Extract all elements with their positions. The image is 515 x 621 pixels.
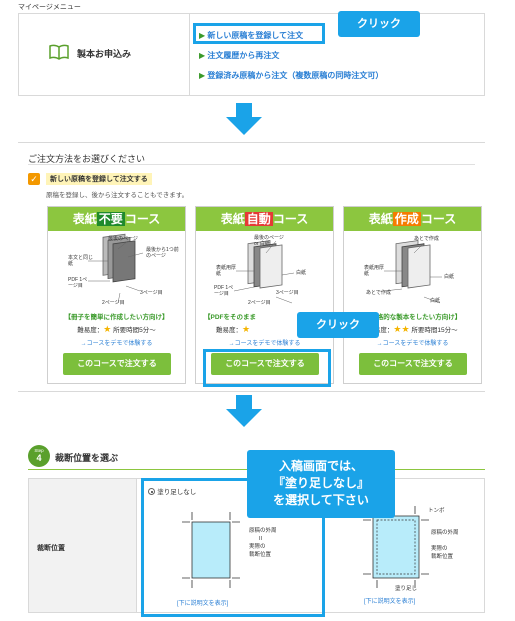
diagram-label: 白紙 (444, 274, 455, 280)
order-course-button[interactable]: このコースで注文する (359, 353, 467, 375)
course-card-create-cover: 表紙作成コース あとで作成 表紙用厚紙 白紙 あとで作成 白紙 【本格的な製本を… (343, 206, 482, 384)
star-icon: ★ (242, 324, 251, 334)
order-method-underline (28, 164, 475, 165)
order-course-button[interactable]: このコースで注文する (63, 353, 171, 375)
radio-no-bleed[interactable]: 塗り足しなし (148, 486, 196, 496)
course-difficulty: 難易度：★ (216, 324, 251, 334)
course-title: 表紙自動コース (196, 207, 333, 231)
diagram-label: 2ページ目 (102, 300, 125, 306)
diagram-label: あとで作成 (414, 236, 439, 242)
booklet-diagram-icon (88, 233, 144, 304)
down-arrow-icon (226, 103, 262, 135)
diagram-label: 本文と同じ紙 (68, 255, 94, 267)
trim-label-left: 原稿の外周 II 実際の 裁断位置 (249, 528, 277, 558)
course-demo-link[interactable]: →コースをデモで体験する (80, 341, 153, 347)
star-icon: ★★ (393, 324, 410, 334)
menu-divider (189, 14, 190, 95)
diagram-label: PDF 1ページ目 (68, 277, 88, 289)
trim-row-label: 裁断位置 (37, 545, 65, 552)
trim-row-label-cell: 裁断位置 (29, 479, 137, 612)
course-card-no-cover: 表紙不要コース 最後のページ 本文と同じ紙 最後から1つ前のページ PDF 1ペ… (47, 206, 186, 384)
diagram-label: 最後のページ or 白紙 (254, 235, 284, 247)
order-method-panel: ご注文方法をお選びください ✓ 新しい原稿を登録して注文する 原稿を登録し、後か… (18, 142, 485, 392)
menu-link-registered-manuscript[interactable]: ▶ 登録済み原稿から注文（複数原稿の同時注文可） (199, 71, 384, 80)
diagram-label: 3ページ目 (276, 290, 299, 296)
diagram-label: 2ページ目 (248, 300, 271, 306)
diagram-label: 最後のページ (108, 236, 138, 242)
mypage-menu-title: マイページメニュー (18, 4, 81, 11)
option-description: 原稿を登録し、後から注文することもできます。 (46, 192, 189, 199)
course-title: 表紙作成コース (344, 207, 481, 231)
link-arrow-icon: ▶ (199, 51, 206, 60)
trim-label-right: 原稿の外周 実際の 裁断位置 (431, 530, 459, 560)
booklet-diagram-icon (383, 240, 442, 304)
booklet-diagram-icon (233, 240, 295, 304)
link-arrow-icon: ▶ (199, 31, 206, 40)
course-difficulty: 難易度：★ 所要時間5分～ (77, 324, 156, 334)
diagram-label: 白紙 (430, 298, 441, 304)
option-checkbox[interactable]: ✓ (28, 173, 40, 185)
menu-link-new-manuscript[interactable]: ▶ 新しい原稿を登録して注文 (199, 31, 304, 40)
order-method-heading: ご注文方法をお選びください (28, 154, 146, 164)
show-description-link[interactable]: [下に説明文を表示] (364, 599, 416, 605)
trim-label-bleed: 塗り足し (395, 586, 418, 592)
option-label: 新しい原稿を登録して注文する (46, 173, 152, 185)
show-description-link[interactable]: [下に説明文を表示] (177, 601, 229, 607)
highlight-box-new-manuscript (193, 23, 325, 44)
highlight-box-no-bleed (141, 478, 325, 617)
diagram-label: PDF 1ページ目 (214, 285, 234, 297)
step-badge: Step 4 (28, 445, 50, 467)
course-feature: 【PDFをそのまま (204, 314, 256, 321)
star-icon: ★ (103, 324, 112, 334)
course-title: 表紙不要コース (48, 207, 185, 231)
trim-diagram-bleed-icon (363, 506, 429, 588)
link-arrow-icon: ▶ (199, 71, 206, 80)
diagram-label: 表紙用厚紙 (216, 265, 237, 277)
trim-label-right-tombo: トンボ (428, 508, 445, 514)
diagram-label: 表紙用厚紙 (364, 265, 385, 277)
course-difficulty: 難易度：★★ 所要時間15分～ (367, 324, 458, 334)
order-course-button[interactable]: このコースで注文する (211, 353, 319, 375)
highlight-box-auto-cover-button (203, 349, 331, 387)
click-callout-2: クリック (297, 312, 379, 338)
diagram-label: 白紙 (296, 270, 307, 276)
diagram-label: 3ページ目 (140, 290, 163, 296)
diagram-label: 最後から1つ前のページ (146, 247, 179, 259)
menu-link-reorder-history[interactable]: ▶ 注文履歴から再注文 (199, 51, 280, 60)
instruction-callout: 入稿画面では、 『塗り足しなし』 を選択して下さい (247, 450, 395, 518)
radio-icon (148, 488, 155, 495)
click-callout-1: クリック (338, 11, 420, 37)
course-card-auto-cover: 表紙自動コース 最後のページ or 白紙 表紙用厚紙 白紙 PDF 1ページ目 … (195, 206, 334, 384)
product-label: 製本お申込み (77, 49, 132, 59)
trim-diagram-no-bleed-icon (182, 512, 240, 588)
course-demo-link[interactable]: →コースをデモで体験する (376, 341, 449, 347)
trim-table: 裁断位置 (28, 478, 485, 613)
down-arrow-icon (226, 395, 262, 427)
step-heading: 裁断位置を選ぶ (55, 453, 119, 463)
course-demo-link[interactable]: →コースをデモで体験する (228, 341, 301, 347)
book-icon (49, 44, 69, 62)
course-feature: 【冊子を簡単に作成したい方向け】 (64, 314, 169, 321)
course-feature: 【本格的な製本をしたい方向け】 (363, 314, 462, 321)
diagram-label: あとで作成 (366, 290, 391, 296)
